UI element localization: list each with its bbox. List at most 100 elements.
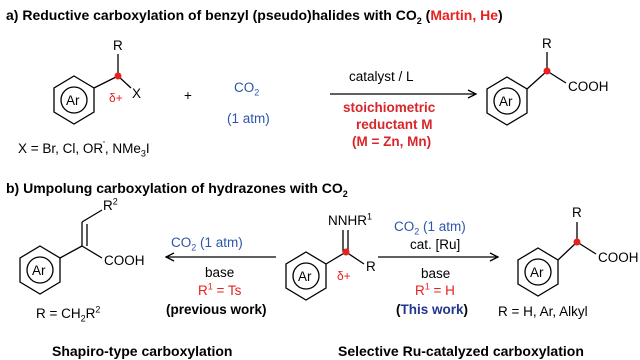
reaction-a-reductant-line-1: stoichiometric: [343, 100, 436, 115]
x-definition: X = Br, Cl, OR', NMe3I: [18, 139, 150, 159]
co2-pressure: (1 atm): [227, 111, 270, 126]
product-a-cooh: COOH: [568, 79, 609, 94]
hydrazone-r: R: [366, 259, 376, 274]
this-work-close: ): [463, 302, 469, 317]
caption-shapiro: Shapiro-type carboxylation: [52, 343, 233, 359]
left-product-cooh: COOH: [104, 253, 145, 268]
right-cond-co2-text: CO: [394, 219, 415, 234]
right-cond-co2-sub: 2: [414, 226, 420, 237]
left-product-r2-text: R: [103, 198, 113, 213]
left-product-ring-circle: [26, 256, 54, 284]
hydrazone-delta: δ+: [337, 269, 351, 283]
co2-reagent: CO2: [234, 80, 259, 97]
x-def-rest: , NMe: [104, 141, 141, 156]
left-def-main: R = CH: [36, 306, 81, 321]
left-cond-co2-text: CO: [171, 235, 192, 250]
reaction-a-reductant-line-2: reductant M: [356, 117, 433, 132]
left-arrowhead: [164, 252, 175, 262]
right-cond-this-work: (This work): [396, 303, 468, 317]
right-product-bond-ring: [557, 241, 578, 261]
right-product-ring-circle: [524, 258, 552, 286]
x-def-end: I: [145, 141, 150, 156]
left-cond-previous-work: (previous work): [166, 302, 267, 317]
left-cond-r1-text: R: [198, 283, 208, 298]
left-def-r: R: [85, 306, 96, 321]
left-cond-pressure: (1 atm): [196, 235, 243, 250]
hydrazone-structure: [285, 230, 365, 301]
left-product-bond-ring: [59, 245, 83, 259]
left-product-definition: R = CH2R2: [36, 304, 101, 324]
x-def-main: X = Br, Cl, OR: [18, 141, 104, 156]
right-cond-r1-sup: 1: [424, 281, 430, 292]
left-product-r2-sup: 2: [112, 196, 118, 207]
hydrazone-carbon-dot: [342, 248, 350, 256]
right-cond-r1-text: R: [415, 283, 425, 298]
right-arrowhead: [489, 252, 500, 262]
section-b-title-sub: 2: [342, 188, 348, 199]
product-a-bond-cooh: [546, 70, 567, 84]
substrate-a-structure: [53, 54, 132, 125]
section-a-paren-open: (: [421, 7, 431, 23]
product-a-bond-ring: [526, 70, 548, 90]
substrate-a-r: R: [113, 38, 123, 53]
substrate-a-ring-circle: [60, 86, 88, 114]
co2-text: CO: [234, 80, 255, 95]
right-product-ar: Ar: [530, 265, 544, 280]
hydrazone-nnhr-sup: 1: [367, 211, 373, 222]
right-cond-r1: R1 = H: [415, 281, 455, 298]
section-b-title-text: b) Umpolung carboxylation of hydrazones …: [6, 180, 343, 196]
this-work-text: This work: [400, 302, 464, 317]
x-def-sub: 3: [140, 148, 146, 159]
substrate-a-bond-ring: [93, 75, 119, 89]
left-product-r2: R2: [103, 196, 118, 213]
hydrazone-nnhr-text: NNHR: [328, 213, 367, 228]
right-product-carbon-dot: [573, 238, 581, 246]
reaction-a-arrowhead: [467, 89, 478, 99]
section-a-title-sub: 2: [416, 15, 422, 26]
left-product-structure: [19, 209, 103, 295]
section-a-title-text: a) Reductive carboxylation of benzyl (ps…: [6, 7, 417, 23]
left-product-ar: Ar: [32, 263, 46, 278]
right-product-structure: [517, 222, 597, 297]
section-a-paren-close: ): [498, 7, 503, 23]
substrate-a-delta: δ+: [109, 91, 123, 105]
this-work-open: (: [396, 302, 401, 317]
left-cond-base: base: [205, 265, 235, 280]
right-product-r: R: [572, 205, 582, 220]
product-a-r: R: [542, 36, 552, 51]
product-a-ring-circle: [493, 87, 521, 115]
left-cond-r1-sup: 1: [207, 281, 213, 292]
right-product-cooh: COOH: [598, 250, 639, 265]
substrate-a-x: X: [132, 86, 142, 101]
left-cond-r1: R1 = Ts: [198, 281, 242, 298]
reaction-a-reductant-line-3: (M = Zn, Mn): [352, 134, 432, 149]
right-cond-pressure: (1 atm): [419, 219, 466, 234]
section-a-title: a) Reductive carboxylation of benzyl (ps…: [6, 7, 503, 25]
left-product-bond-r2: [81, 209, 103, 223]
left-cond-co2: CO2 (1 atm): [171, 235, 243, 253]
x-def-prime: ': [103, 139, 105, 150]
plus-sign: +: [184, 88, 192, 103]
substrate-a-carbon-dot: [114, 72, 122, 80]
product-a-structure: [486, 52, 567, 126]
section-b-title: b) Umpolung carboxylation of hydrazones …: [6, 180, 348, 198]
left-def-sup: 2: [95, 304, 101, 315]
right-cond-base: base: [421, 266, 451, 281]
right-cond-co2: CO2 (1 atm): [394, 219, 466, 237]
product-a-ar: Ar: [499, 94, 513, 109]
hydrazone-bond-r: [345, 251, 365, 265]
left-def-sub: 2: [80, 313, 86, 324]
caption-ru-catalyzed: Selective Ru-catalyzed carboxylation: [338, 343, 584, 359]
hydrazone-ring-circle: [292, 262, 320, 290]
product-a-carbon-dot: [543, 67, 551, 75]
left-cond-r1-val: = Ts: [212, 283, 242, 298]
right-cond-cat: cat. [Ru]: [410, 237, 461, 252]
substrate-a-ar: Ar: [66, 93, 80, 108]
hydrazone-ar: Ar: [298, 269, 312, 284]
right-cond-r1-val: = H: [429, 283, 455, 298]
left-cond-co2-sub: 2: [191, 242, 197, 253]
hydrazone-bond-ring: [325, 251, 347, 265]
right-product-definition: R = H, Ar, Alkyl: [498, 304, 588, 319]
reaction-a-condition-above: catalyst / L: [349, 69, 414, 84]
